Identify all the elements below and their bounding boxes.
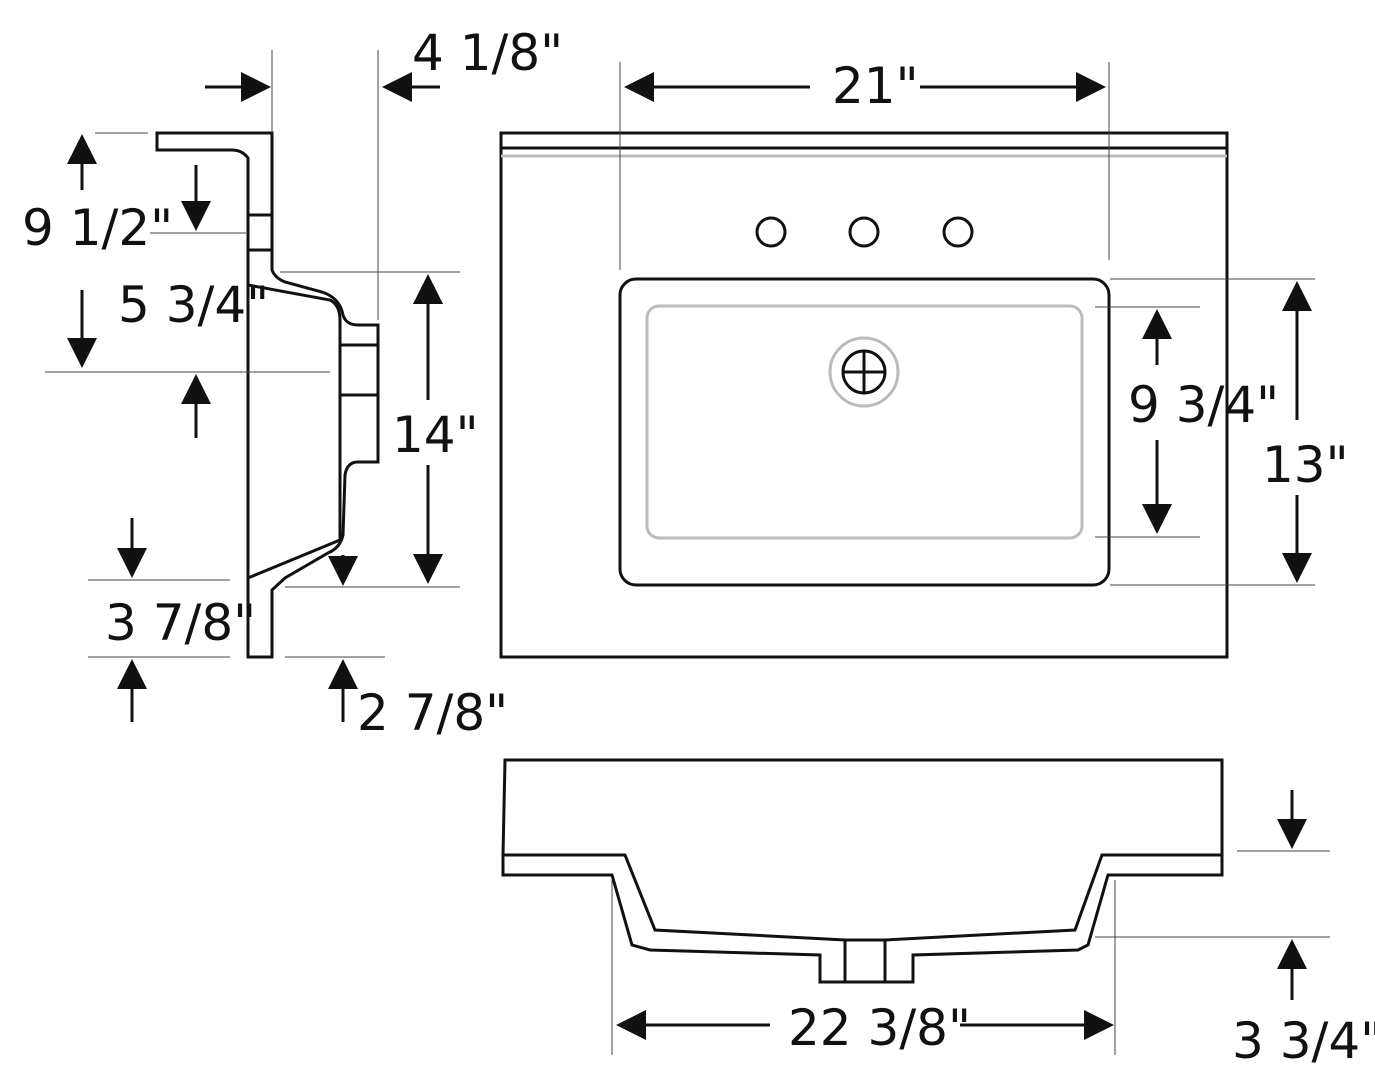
bowl-outer	[618, 277, 1111, 587]
dim-plan-bowl-outer-depth: 13"	[1262, 436, 1349, 494]
plan-outline	[499, 131, 1229, 659]
front-view	[501, 758, 1330, 1055]
drain-ring	[828, 336, 900, 408]
side-faucet-block	[246, 213, 274, 252]
dim-front-bowl-width: 22 3/8"	[788, 999, 971, 1057]
front-drain	[843, 938, 887, 984]
side-drain-block	[338, 343, 380, 397]
dim-plan-width: 21"	[832, 57, 919, 115]
front-profile	[501, 758, 1224, 984]
faucet-hole-left	[755, 216, 787, 248]
dim-side-bowl-depth: 14"	[392, 406, 479, 464]
dim-plan-bowl-inner-depth: 9 3/4"	[1128, 376, 1279, 434]
dim-side-bowl-offset: 5 3/4"	[118, 276, 269, 334]
bowl-inner	[645, 304, 1084, 540]
dim-side-top-offset: 4 1/8"	[412, 24, 563, 82]
faucet-hole-center	[848, 216, 880, 248]
side-inner-wall	[247, 283, 342, 580]
side-view	[45, 50, 460, 722]
faucet-hole-right	[942, 216, 974, 248]
front-bowl-rim	[503, 853, 1222, 942]
dim-side-height: 9 1/2"	[22, 199, 173, 257]
dim-front-height: 3 3/4"	[1232, 1012, 1375, 1070]
dim-side-lower-offset: 2 7/8"	[357, 684, 508, 742]
dim-side-bottom-offset: 3 7/8"	[105, 594, 256, 652]
plan-view	[499, 62, 1315, 659]
